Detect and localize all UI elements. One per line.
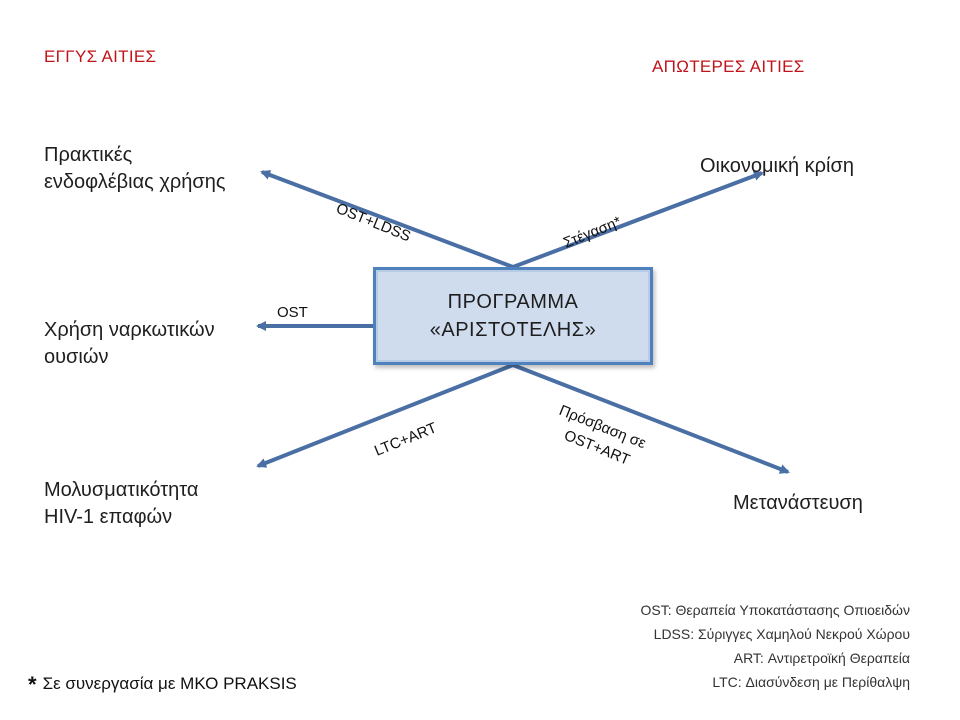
- program-box: ΠΡΟΓΡΑΜΜΑ «ΑΡΙΣΤΟΤΕΛΗΣ»: [373, 267, 653, 365]
- cause-hiv-infectivity-line2: HIV-1 επαφών: [44, 506, 173, 528]
- near-causes-heading: ΕΓΓΥΣ ΑΙΤΙΕΣ: [44, 47, 157, 66]
- cause-drug-use-line1: Χρήση ναρκωτικών: [44, 319, 215, 341]
- program-title-line2: «ΑΡΙΣΤΟΤΕΛΗΣ»: [429, 319, 597, 341]
- footnote: * Σε συνεργασία με ΜΚΟ PRAKSIS: [28, 672, 297, 698]
- arrow-to-injection-practices: [260, 170, 514, 269]
- arrow-to-migration: [512, 363, 790, 474]
- abbreviation-legend: OST: Θεραπεία Υποκατάστασης Οπιοειδών LD…: [640, 598, 910, 694]
- cause-drug-use: Χρήση ναρκωτικών ουσιών: [44, 317, 215, 371]
- cause-injection-practices-line1: Πρακτικές: [44, 144, 133, 166]
- cause-economic-crisis: Οικονομική κρίση: [700, 155, 854, 177]
- cause-drug-use-line2: ουσιών: [44, 346, 109, 368]
- cause-hiv-infectivity-line1: Μολυσματικότητα: [44, 479, 199, 501]
- edge-label-ost: OST: [277, 304, 308, 321]
- footnote-text: Σε συνεργασία με ΜΚΟ PRAKSIS: [42, 674, 297, 693]
- distant-causes-heading: ΑΠΩΤΕΡΕΣ ΑΙΤΙΕΣ: [652, 57, 805, 76]
- arrow-to-hiv-infectivity: [256, 363, 514, 468]
- cause-injection-practices-line2: ενδοφλέβιας χρήσης: [44, 171, 226, 193]
- legend-item-ldss: LDSS: Σύριγγες Χαμηλού Νεκρού Χώρου: [653, 626, 910, 642]
- cause-migration: Μετανάστευση: [733, 492, 863, 514]
- legend-item-ltc: LTC: Διασύνδεση με Περίθαλψη: [712, 674, 910, 690]
- footnote-asterisk: *: [28, 672, 37, 697]
- program-title-line1: ΠΡΟΓΡΑΜΜΑ: [447, 291, 579, 313]
- legend-item-art: ART: Αντιρετροϊκή Θεραπεία: [733, 650, 910, 666]
- legend-item-ost: OST: Θεραπεία Υποκατάστασης Οπιοειδών: [640, 602, 910, 618]
- cause-injection-practices: Πρακτικές ενδοφλέβιας χρήσης: [44, 142, 225, 196]
- arrow-to-economic-crisis: [512, 171, 764, 269]
- cause-hiv-infectivity: Μολυσματικότητα HIV-1 επαφών: [44, 477, 198, 531]
